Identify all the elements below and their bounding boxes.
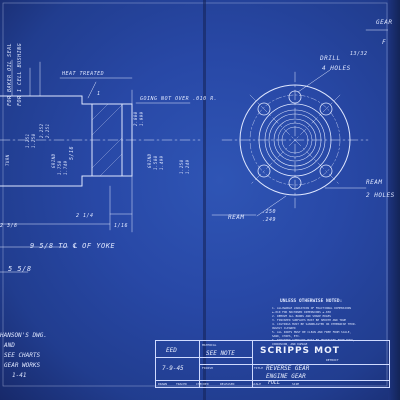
left-dimension: 5 5/8 xyxy=(8,265,32,273)
drawn-by-value: EED xyxy=(166,347,177,354)
material-label: MATERIAL xyxy=(202,343,217,347)
v-dim-3: 2.252 xyxy=(39,123,44,138)
handwritten-line-1: HANSON'S DWG. xyxy=(0,332,47,339)
notes-heading: UNLESS OTHERWISE NOTED: xyxy=(280,299,343,304)
tb-row-1 xyxy=(156,357,252,358)
sheet-edge xyxy=(388,0,400,400)
v-left-1: 1.750 xyxy=(57,160,62,175)
ream-right-label: REAM xyxy=(366,179,383,186)
v-dim-4: 2.251 xyxy=(45,123,50,138)
shaft-profile xyxy=(0,95,201,187)
footer-checked: CHECKED xyxy=(196,382,209,386)
footer-drawn: DRAWN xyxy=(158,382,168,386)
dim-5-16: 5/16 xyxy=(69,145,75,160)
tb-row-2 xyxy=(200,364,389,365)
footer-traced: TRACED xyxy=(176,382,187,386)
gear-sub-label: F xyxy=(382,39,387,46)
v-right-4: 1.249 xyxy=(185,159,190,174)
finish-label: FINISH xyxy=(202,366,213,370)
v-right-2: 1.499 xyxy=(159,155,164,170)
title-label: TITLE xyxy=(254,366,264,370)
footer-released: RELEASED xyxy=(220,382,235,386)
heat-treated-note: HEAT TREATED xyxy=(62,71,105,77)
dim-top-1: 1 xyxy=(97,91,101,97)
two-holes-label: 2 HOLES xyxy=(366,192,395,199)
grind-label-left: GRIND xyxy=(51,153,56,168)
v-dim-5: 2.000 xyxy=(133,111,138,126)
ream-bottom-value-bottom: .249 xyxy=(262,217,277,223)
note-item: 3. FINISHED SURFACES MUST BE SMOOTH AND … xyxy=(272,318,347,322)
shaft-hatching xyxy=(91,103,123,177)
bushing-note-2: FOR 1 CELL BUSHING xyxy=(17,42,23,106)
sheet-fold xyxy=(203,0,206,400)
v-left-2: 1.749 xyxy=(63,160,68,175)
handwritten-line-4: GEAR WORKS xyxy=(4,362,41,369)
handwritten-line-3: SEE CHARTS xyxy=(4,352,41,359)
note-item: OUGHLY CLEANED xyxy=(272,326,296,330)
dim-bottom-1-16: 1/16 xyxy=(114,223,129,229)
gear-label: GEAR xyxy=(376,19,393,26)
grind-label-right: GRIND xyxy=(147,153,152,168)
footer-size: SIZE xyxy=(292,382,300,386)
v-dim-2: 1.250 xyxy=(31,133,36,148)
tb-col-1 xyxy=(156,341,200,387)
yoke-dimension: 9 5/8 TO ℄ OF YOKE xyxy=(30,242,116,250)
going-not-over-note: GOING NOT OVER .010 R. xyxy=(140,96,218,102)
title-line-1: REVERSE GEAR xyxy=(266,365,310,372)
scale-value: FULL xyxy=(268,380,281,386)
footer-scale: SCALE xyxy=(252,382,262,386)
turn-label: TURN xyxy=(5,154,10,166)
company-city: DETROIT xyxy=(326,358,339,362)
handwritten-line-2: AND xyxy=(4,342,15,349)
dim-2-3-8: 2 3/8 xyxy=(0,223,18,229)
v-right-1: 1.500 xyxy=(153,155,158,170)
v-dim-6: 1.999 xyxy=(139,111,144,126)
note-item: ±.010 FOR MACHINED DIMENSIONS ±.030 xyxy=(272,310,331,314)
general-notes: UNLESS OTHERWISE NOTED: 1. ALLOWABLE VAR… xyxy=(272,299,388,346)
date-value: 7-9-45 xyxy=(162,365,184,372)
company-name: SCRIPPS MOT xyxy=(260,346,340,356)
handwritten-line-5: 1-41 xyxy=(12,372,27,379)
ream-bottom-label: REAM xyxy=(228,214,245,221)
tb-row-footer xyxy=(156,380,389,381)
drill-fraction: 13/32 xyxy=(350,51,368,57)
bushing-note-1: FOR BAKER OIL SEAL xyxy=(7,42,13,106)
title-block: EED 7-9-45 MATERIAL SEE NOTE FINISH SCRI… xyxy=(155,340,390,388)
note-item: 4. CASTINGS MUST BE SANDBLASTED OR OTHER… xyxy=(272,322,357,326)
ream-bottom-value-top: .250 xyxy=(262,209,277,215)
note-item: 1. ALLOWABLE VARIATION OF FRACTIONAL DIM… xyxy=(272,306,352,310)
note-item: CORROSION, AND DAMAGE xyxy=(272,342,308,346)
v-dim-1: 1.251 xyxy=(25,133,30,148)
note-item: SAND, CHIPS, ETC. xyxy=(272,334,301,338)
dim-2-1-4: 2 1/4 xyxy=(76,213,94,219)
v-right-3: 1.250 xyxy=(179,159,184,174)
dimension-lines-left xyxy=(0,59,191,273)
flange-leaders xyxy=(211,29,391,217)
note-item: 5. ALL PARTS MUST BE CLEAN AND FREE FROM… xyxy=(272,330,352,334)
title-line-2: ENGINE GEAR xyxy=(266,373,306,380)
note-item: 2. REMOVE ALL BURRS AND SHARP EDGES xyxy=(272,314,331,318)
four-holes-label: 4 HOLES xyxy=(322,65,351,72)
material-value: SEE NOTE xyxy=(206,350,235,357)
flange-view xyxy=(221,71,369,211)
drill-label: DRILL xyxy=(320,55,341,62)
